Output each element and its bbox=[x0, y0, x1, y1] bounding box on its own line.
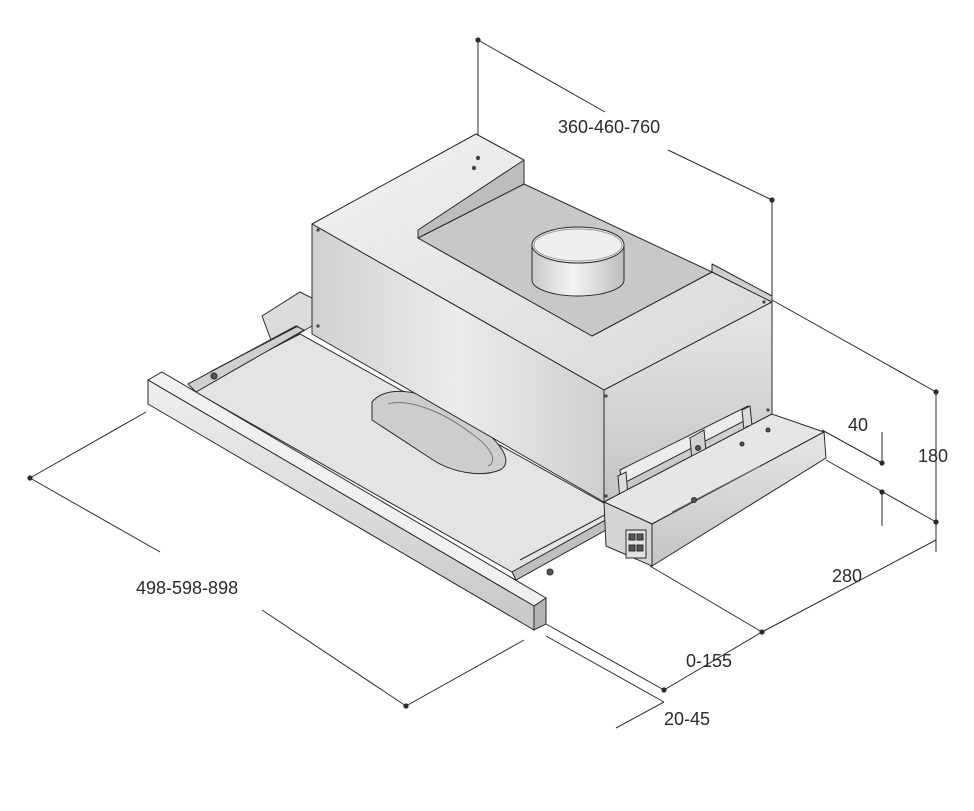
dim-depth-line bbox=[761, 539, 937, 633]
telescopic-tray bbox=[187, 325, 625, 581]
duct-collar bbox=[531, 226, 625, 297]
dim-offset-line bbox=[615, 701, 665, 729]
dimension-lines bbox=[29, 39, 937, 729]
dim-depth-ext-bottom bbox=[649, 565, 763, 633]
width-dimension-label: 360-460-760 bbox=[558, 117, 661, 137]
dim-offset-ext bbox=[545, 635, 665, 703]
dim-width-line-b bbox=[667, 149, 773, 201]
dimension-endpoints bbox=[27, 37, 939, 709]
front-length-dimension-label: 498-598-898 bbox=[136, 578, 239, 598]
dim-width-line-a bbox=[477, 39, 606, 113]
dim-front-length-ext-left bbox=[29, 411, 147, 479]
chassis-end-cap bbox=[625, 529, 647, 559]
dim-front-length-ext-right bbox=[405, 639, 525, 707]
lower-chassis bbox=[602, 413, 827, 567]
height-front-dimension-label: 40 bbox=[848, 415, 869, 435]
dim-extension-ext bbox=[545, 623, 665, 691]
dim-front-length-line-a bbox=[29, 477, 161, 553]
height-total-dimension-label: 180 bbox=[918, 446, 949, 466]
dim-front-length-line-b bbox=[261, 609, 407, 707]
front-offset-dimension-label: 20-45 bbox=[664, 709, 711, 729]
dim-extension-line bbox=[663, 631, 763, 691]
front-visor-bar bbox=[147, 371, 547, 631]
mounting-bracket bbox=[617, 405, 753, 501]
dim-front-top-ext bbox=[821, 429, 883, 464]
dim-height-top-ext bbox=[771, 299, 937, 393]
depth-dimension-label: 280 bbox=[832, 566, 863, 586]
extension-dimension-label: 0-155 bbox=[686, 651, 733, 671]
